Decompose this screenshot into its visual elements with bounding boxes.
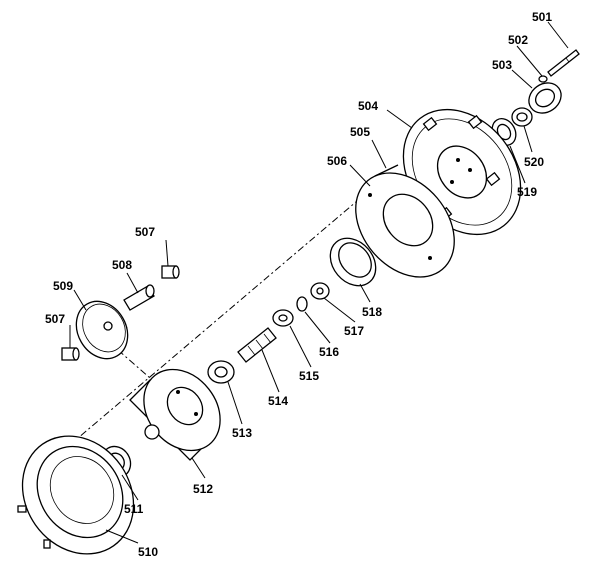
leader-lines [69,21,569,544]
part-515-washer [272,309,294,327]
callout-507-upper: 507 [135,225,155,239]
callout-504: 504 [358,99,378,113]
callout-508: 508 [112,258,132,272]
part-514-sun-shaft [237,327,277,363]
part-503-ring [528,82,562,114]
callout-519: 519 [517,185,537,199]
assembly-axis-line [57,189,371,456]
callout-510: 510 [138,545,158,559]
callout-502: 502 [508,33,528,47]
callout-501: 501 [532,10,552,24]
callout-518: 518 [362,305,382,319]
part-510-ring-gear [17,435,135,555]
part-516-clip [296,296,308,312]
callout-507-lower: 507 [45,312,65,326]
callout-517: 517 [344,324,364,338]
callout-503: 503 [492,58,512,72]
part-501-pin [547,49,580,77]
part-502-washer [538,75,548,83]
gear-axis-line [117,349,151,379]
callout-509: 509 [53,279,73,293]
callout-513: 513 [232,426,252,440]
part-509-planet-gear [75,300,129,360]
callout-505: 505 [350,125,370,139]
callout-512: 512 [193,482,213,496]
part-513-washer [207,360,235,384]
callout-516: 516 [319,345,339,359]
part-517-washer [310,282,330,300]
callout-514: 514 [268,394,288,408]
part-512-housing [129,368,221,461]
callout-labels: 501 502 503 504 505 506 507 507 508 509 … [45,10,552,559]
callout-511: 511 [124,502,144,516]
part-506-ring-plate [355,172,455,278]
part-508-shaft [123,284,155,311]
part-520-washer [511,107,533,127]
part-507-bushing-upper [161,265,180,279]
callout-506: 506 [327,154,347,168]
part-518-ring [329,237,377,287]
part-507-bushing-lower [61,347,80,361]
callout-515: 515 [299,369,319,383]
callout-520: 520 [524,155,544,169]
